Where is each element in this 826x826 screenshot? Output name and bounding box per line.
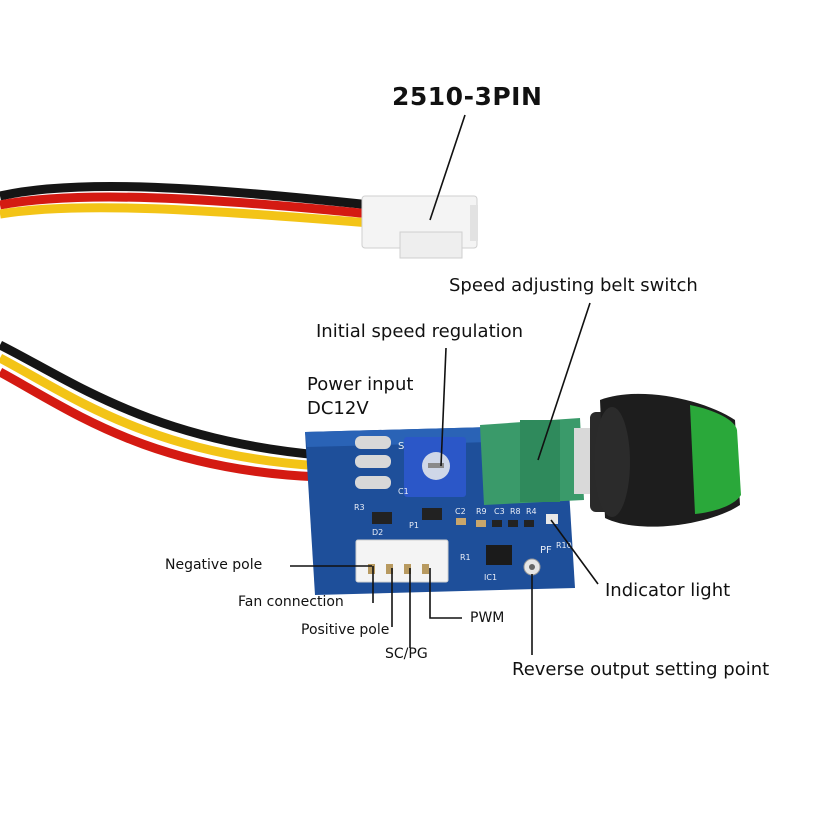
svg-text:C3: C3 [494,507,505,516]
svg-text:S: S [398,441,404,452]
label-indicator-light: Indicator light [605,580,731,601]
label-negative-pole: Negative pole [165,557,263,573]
connector-2510-3pin [361,195,478,259]
label-power-input: Power input [307,374,414,395]
label-sc-pg: SC/PG [385,646,428,662]
svg-text:PF: PF [540,545,552,556]
svg-text:C2: C2 [455,507,466,516]
svg-text:D2: D2 [372,528,383,537]
power-cable [0,340,321,482]
label-pwm: PWM [470,610,505,626]
svg-text:R10: R10 [556,541,572,550]
svg-text:C1: C1 [398,487,409,496]
label-reverse-output: Reverse output setting point [512,659,770,680]
svg-text:R3: R3 [354,503,365,512]
top-cable [0,181,371,228]
svg-text:R8: R8 [510,507,521,516]
pcb-board: S C1 R3 D2 P1 C2 R9 C3 R8 R4 R1 R10 PF I… [305,418,592,595]
label-positive-pole: Positive pole [301,622,390,638]
svg-text:R1: R1 [460,553,471,562]
svg-text:IC1: IC1 [484,573,497,582]
leader-lines [290,114,599,655]
label-speed-switch: Speed adjusting belt switch [449,275,698,296]
label-connector: 2510-3PIN [392,82,543,111]
label-fan-connection: Fan connection [238,594,344,610]
svg-text:P1: P1 [409,521,419,530]
svg-text:R9: R9 [476,507,487,516]
knob [590,393,741,527]
svg-text:R4: R4 [526,507,537,516]
label-power-voltage: DC12V [307,398,369,419]
label-initial-speed: Initial speed regulation [316,321,524,342]
